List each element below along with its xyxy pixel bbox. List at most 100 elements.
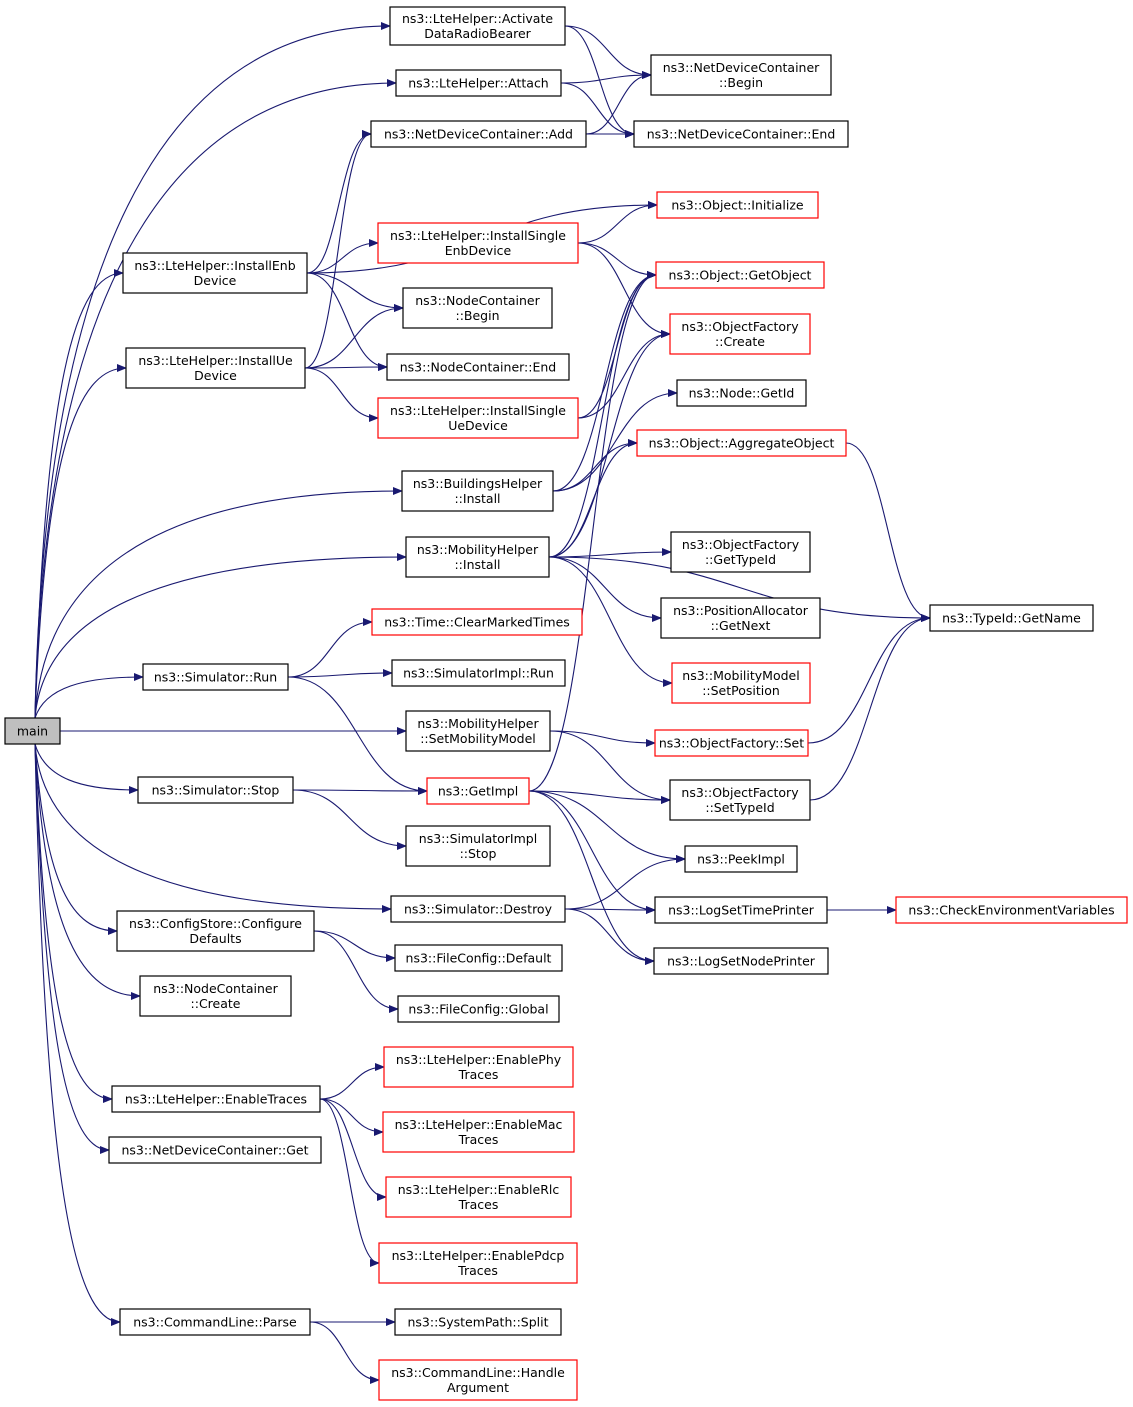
node-label-line: ns3::LteHelper::EnablePdcp	[392, 1248, 565, 1263]
edge-mh_install-to-obj_getobject	[548, 271, 657, 558]
node-pa_getnext[interactable]: ns3::PositionAllocator::GetNext	[660, 597, 821, 639]
node-of_gettypeid[interactable]: ns3::ObjectFactory::GetTypeId	[670, 531, 811, 573]
node-log_timeprinter[interactable]: ns3::LogSetTimePrinter	[654, 896, 828, 924]
node-typeid_getname[interactable]: ns3::TypeId::GetName	[929, 604, 1094, 632]
node-label-line: ::Create	[715, 334, 765, 349]
node-box	[402, 287, 553, 329]
edge-enable_traces-to-en_phy	[319, 1063, 385, 1100]
node-sim_stop[interactable]: ns3::Simulator::Stop	[137, 776, 294, 804]
node-label-line: ns3::Object::Initialize	[671, 198, 804, 213]
node-label-line: ns3::NetDeviceContainer	[663, 60, 820, 75]
node-check_env[interactable]: ns3::CheckEnvironmentVariables	[895, 896, 1128, 924]
node-label-line: ::SetTypeId	[705, 800, 774, 815]
node-of_create[interactable]: ns3::ObjectFactory::Create	[669, 313, 811, 355]
node-enable_traces[interactable]: ns3::LteHelper::EnableTraces	[111, 1085, 321, 1113]
edge-getimpl-to-obj_getobject	[528, 271, 657, 792]
node-time_clear[interactable]: ns3::Time::ClearMarkedTimes	[371, 608, 583, 636]
node-label-line: ns3::CommandLine::Parse	[133, 1315, 297, 1330]
node-ndc_begin[interactable]: ns3::NetDeviceContainer::Begin	[650, 54, 832, 96]
node-label-line: ns3::ObjectFactory::Set	[659, 736, 804, 751]
node-sim_destroy[interactable]: ns3::Simulator::Destroy	[390, 895, 566, 923]
node-log_nodeprinter[interactable]: ns3::LogSetNodePrinter	[653, 947, 829, 975]
node-bh_install[interactable]: ns3::BuildingsHelper::Install	[401, 470, 554, 512]
node-box	[111, 1085, 321, 1113]
node-nc_begin[interactable]: ns3::NodeContainer::Begin	[402, 287, 553, 329]
node-mh_install[interactable]: ns3::MobilityHelper::Install	[405, 536, 550, 578]
edge-bh_install-to-obj_aggregate	[552, 439, 638, 492]
node-obj_aggregate[interactable]: ns3::Object::AggregateObject	[636, 429, 847, 457]
edge-sim_run-to-simimpl_run	[287, 669, 393, 678]
edge-mh_setmm-to-of_settypeid	[549, 730, 671, 804]
node-box	[377, 397, 579, 439]
edge-main-to-cl_parse	[34, 743, 121, 1326]
edge-main-to-cs_configure	[34, 743, 118, 935]
node-ndc_end[interactable]: ns3::NetDeviceContainer::End	[633, 120, 849, 148]
edge-main-to-nc_create	[34, 743, 141, 1000]
node-label-line: ns3::FileConfig::Global	[408, 1002, 548, 1017]
node-label-line: ns3::LteHelper::Attach	[408, 76, 549, 91]
node-box	[670, 531, 811, 573]
node-box	[383, 1046, 574, 1088]
node-peekimpl[interactable]: ns3::PeekImpl	[684, 845, 798, 873]
edge-install_ue-to-install_single_ue	[304, 367, 379, 422]
edge-getimpl-to-peekimpl	[528, 790, 686, 863]
node-obj_init[interactable]: ns3::Object::Initialize	[656, 191, 819, 219]
edge-main-to-mh_install	[34, 553, 407, 719]
node-cl_parse[interactable]: ns3::CommandLine::Parse	[119, 1308, 311, 1336]
node-label-line: ns3::ObjectFactory	[681, 785, 799, 800]
node-of_set[interactable]: ns3::ObjectFactory::Set	[654, 729, 809, 757]
node-fc_global[interactable]: ns3::FileConfig::Global	[397, 995, 560, 1023]
node-of_settypeid[interactable]: ns3::ObjectFactory::SetTypeId	[669, 779, 811, 821]
edge-main-to-install_ue	[34, 364, 127, 719]
node-label-line: ns3::LogSetNodePrinter	[667, 954, 816, 969]
edge-cl_parse-to-cl_handle	[309, 1321, 380, 1384]
node-ndc_add[interactable]: ns3::NetDeviceContainer::Add	[370, 120, 587, 148]
node-box	[426, 777, 530, 805]
node-label-line: ns3::BuildingsHelper	[413, 476, 543, 491]
node-mm_setpos[interactable]: ns3::MobilityModel::SetPosition	[671, 662, 811, 704]
node-fc_default[interactable]: ns3::FileConfig::Default	[394, 944, 563, 972]
edge-enable_traces-to-en_rlc	[319, 1098, 387, 1201]
node-box	[684, 845, 798, 873]
node-main[interactable]: main	[4, 717, 61, 745]
node-label-line: ns3::Node::GetId	[689, 386, 795, 401]
node-label-line: ns3::LteHelper::InstallEnb	[134, 258, 295, 273]
edge-getimpl-to-log_timeprinter	[528, 790, 656, 914]
node-label-line: ns3::LteHelper::EnablePhy	[396, 1052, 562, 1067]
node-sp_split[interactable]: ns3::SystemPath::Split	[394, 1308, 562, 1336]
node-ndc_get[interactable]: ns3::NetDeviceContainer::Get	[108, 1136, 322, 1164]
node-mh_setmm[interactable]: ns3::MobilityHelper::SetMobilityModel	[405, 710, 551, 752]
edge-install_enb-to-nc_begin	[306, 272, 404, 312]
node-nc_end[interactable]: ns3::NodeContainer::End	[386, 353, 570, 381]
node-nc_create[interactable]: ns3::NodeContainer::Create	[139, 975, 292, 1017]
node-label-line: ns3::ObjectFactory	[681, 319, 799, 334]
node-attach[interactable]: ns3::LteHelper::Attach	[395, 69, 562, 97]
edge-sim_run-to-time_clear	[287, 618, 373, 678]
edge-install_single_enb-to-of_create	[577, 242, 671, 338]
node-box	[137, 776, 294, 804]
node-simimpl_run[interactable]: ns3::SimulatorImpl::Run	[391, 659, 566, 687]
node-label-line: ns3::Object::AggregateObject	[649, 436, 835, 451]
node-box	[397, 995, 560, 1023]
node-sim_run[interactable]: ns3::Simulator::Run	[142, 663, 289, 691]
edge-mh_install-to-pa_getnext	[548, 556, 662, 622]
edge-cs_configure-to-fc_default	[313, 930, 396, 962]
node-simimpl_stop[interactable]: ns3::SimulatorImpl::Stop	[405, 825, 551, 867]
node-obj_getobject[interactable]: ns3::Object::GetObject	[655, 261, 825, 289]
edge-mh_setmm-to-of_set	[549, 730, 656, 747]
node-node_getid[interactable]: ns3::Node::GetId	[676, 379, 807, 407]
edge-getimpl-to-log_nodeprinter	[528, 790, 655, 965]
node-getimpl[interactable]: ns3::GetImpl	[426, 777, 530, 805]
